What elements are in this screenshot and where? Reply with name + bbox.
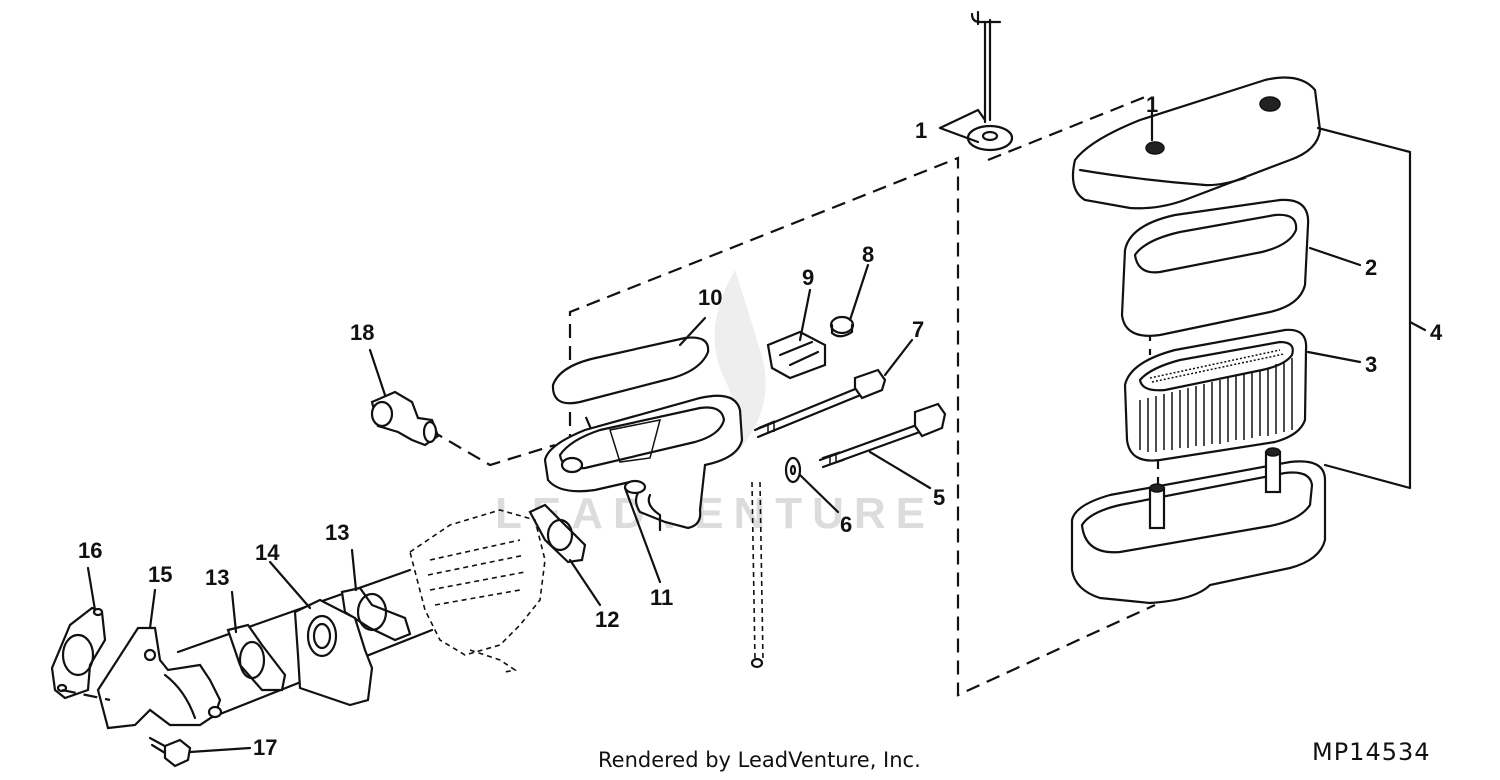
part-16-dash <box>61 688 111 702</box>
callout-15: 15 <box>148 562 172 587</box>
callout-10: 10 <box>698 285 722 310</box>
callout-13-left: 13 <box>205 565 229 590</box>
callout-labels: 1 1 2 3 4 5 6 7 8 9 10 11 12 13 13 14 15… <box>78 92 1443 760</box>
part-14-spacer <box>293 598 374 707</box>
callout-11: 11 <box>650 585 673 610</box>
part-18-elbow <box>370 390 440 447</box>
callout-3: 3 <box>1365 352 1377 377</box>
leader-lines <box>86 108 1362 754</box>
part-4-base-housing <box>1070 447 1327 605</box>
part-7-stud <box>753 368 887 439</box>
part-8-nut <box>829 315 855 338</box>
callout-16: 16 <box>78 538 102 563</box>
part-15-intake-elbow <box>96 626 223 730</box>
watermark-logo <box>714 270 766 460</box>
callout-1b: 1 <box>1146 92 1158 117</box>
callout-5: 5 <box>933 485 945 510</box>
callout-12: 12 <box>595 607 619 632</box>
callout-18: 18 <box>350 320 374 345</box>
part-1-t-bolt <box>966 10 1014 152</box>
part-16-flange-gasket <box>50 606 107 700</box>
part-11-cleaner-body <box>543 394 744 532</box>
part-2-precleaner <box>1120 198 1310 337</box>
part-4-top-cover <box>1071 76 1322 210</box>
callout-1a: 1 <box>915 118 927 143</box>
callout-8: 8 <box>862 242 874 267</box>
part-12-gasket <box>528 503 587 564</box>
callout-2: 2 <box>1365 255 1377 280</box>
diagram-part-number: MP14534 <box>1312 738 1431 766</box>
assembly-dashed-lines <box>429 93 1160 697</box>
rod-ghost <box>750 481 764 669</box>
callout-7: 7 <box>912 317 924 342</box>
part-9-clip <box>766 330 827 380</box>
callout-13-right: 13 <box>325 520 349 545</box>
part-3-filter-element <box>1123 328 1308 462</box>
callout-4-leader <box>1408 320 1427 332</box>
part-17-cap-screw <box>148 736 192 768</box>
part-10-gasket <box>551 336 710 405</box>
part-13-gasket-left <box>226 623 287 692</box>
callout-4-bracket <box>1316 126 1412 490</box>
callout-17: 17 <box>253 735 277 760</box>
credit-text: Rendered by LeadVenture, Inc. <box>598 748 921 772</box>
callout-6: 6 <box>840 512 852 537</box>
callout-4: 4 <box>1430 320 1443 345</box>
callout-14: 14 <box>255 540 280 565</box>
part-6-washer <box>784 456 802 484</box>
part-5-bolt <box>818 402 947 469</box>
carburetor-ghost <box>409 509 546 673</box>
callout-9: 9 <box>802 265 814 290</box>
